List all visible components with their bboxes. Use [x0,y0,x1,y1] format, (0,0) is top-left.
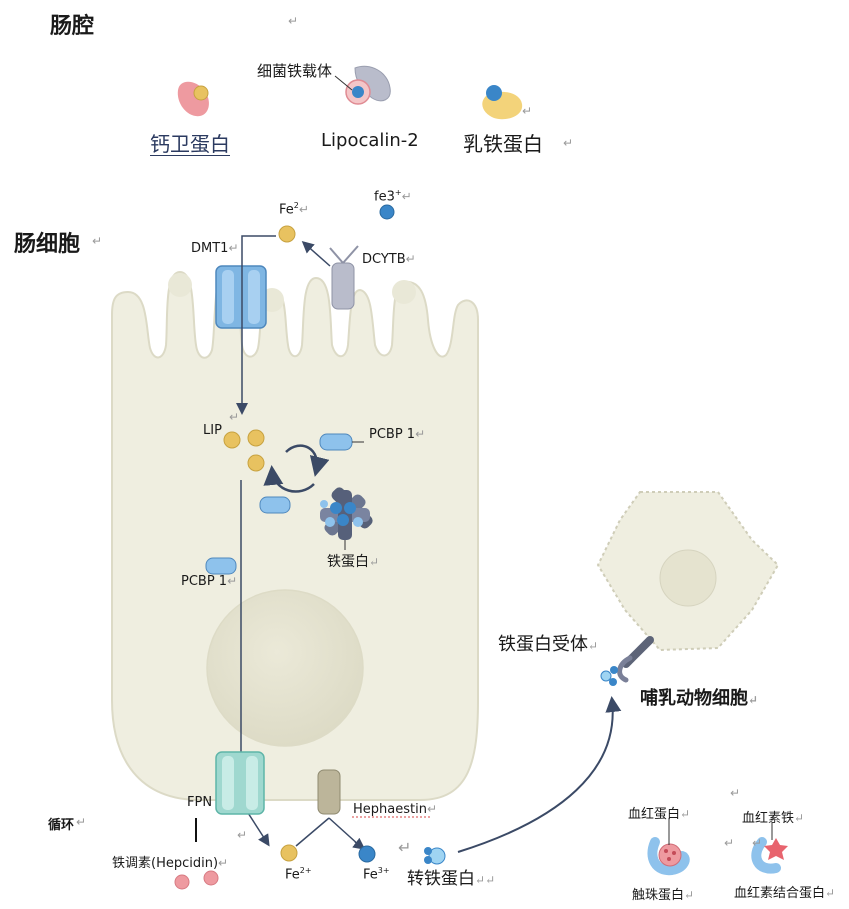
dcytb-shape [331,262,355,310]
lactoferrin-iron [486,85,502,101]
lip-dot-2 [247,429,265,447]
pcbp1-capsule-left [205,557,237,575]
transferrin-shape [424,847,446,865]
hemoglobin-haptoglobin-shape [647,818,690,876]
apical-fe3-dot [379,204,395,220]
baso-fe3-label: Fe3+ [363,866,390,883]
apical-fe2-label: Fe2↵ [279,201,309,218]
circulation-heading: 循环 [48,818,75,833]
return-mark: ↵ [730,786,741,800]
ferritin-receptor-shape [600,636,654,686]
siderophore-iron [352,86,364,98]
mammal-cell-label: 哺乳动物细胞↵ [640,688,759,709]
return-mark: ↵ [92,234,103,248]
ferritin-receptor-label: 铁蛋白受体↵ [498,634,599,655]
cycle-arrow [285,444,330,477]
return-mark: ↵ [398,838,412,857]
pcbp1-right-label: PCBP 1↵ [369,427,426,442]
lactoferrin-label: 乳铁蛋白 [463,132,543,156]
hephaestin-shape [317,769,341,815]
hemopexin-label: 血红素结合蛋白↵ [734,886,836,901]
pcbp1-left-label: PCBP 1↵ [181,574,238,589]
lip-dot-1 [223,431,241,449]
hepcidin-label: 铁调素(Hepcidin)↵ [112,856,229,871]
siderophore-label: 细菌铁载体 [257,62,333,80]
transport-arrow [457,696,622,853]
lip-dot-3 [247,454,265,472]
return-mark: ↵ [563,136,574,150]
baso-fe3-dot [358,845,376,863]
ferritin-label: 铁蛋白↵ [327,554,380,570]
apical-fe3-label: fe3+↵ [374,188,412,205]
apical-fe2-dot [278,225,296,243]
return-mark: ↵ [229,410,240,424]
enterocyte-heading: 肠细胞 [14,231,81,257]
hepcidin-dot-2 [203,870,219,886]
heme-hemopexin-shape [751,822,788,874]
nucleus [206,589,364,747]
hephaestin-label: Hephaestin↵ [353,802,438,817]
transferrin-label: 转铁蛋白↵↵ [407,869,496,889]
lipocalin-label: Lipocalin-2 [321,130,419,151]
fpn-label: FPN [187,795,213,810]
hepcidin-dot-1 [174,874,190,890]
hemoglobin-label: 血红蛋白↵ [628,807,691,822]
mammal-nucleus [659,549,717,607]
return-mark: ↵ [724,836,735,850]
return-mark: ↵ [76,815,87,829]
baso-fe2-label: Fe2+ [285,866,312,883]
enterocyte-cell [111,266,479,801]
pcbp1-capsule-mid [259,496,291,514]
return-mark: ↵ [288,14,299,28]
calprotectin-label: 钙卫蛋白 [150,132,230,156]
return-mark: ↵ [237,828,248,842]
return-mark: ↵ [752,836,763,850]
return-mark: ↵ [522,104,533,118]
lumen-heading: 肠腔 [50,13,95,39]
calprotectin-iron [193,85,209,101]
ferritin-complex [320,487,373,540]
heme-label: 血红素铁↵ [742,811,805,826]
baso-fe2-dot [280,844,298,862]
dcytb-label: DCYTB↵ [362,252,416,267]
haptoglobin-label: 触珠蛋白↵ [632,888,695,903]
dmt1-label: DMT1↵ [191,241,239,256]
lip-label: LIP [203,423,222,438]
pcbp1-capsule-right [319,433,353,451]
